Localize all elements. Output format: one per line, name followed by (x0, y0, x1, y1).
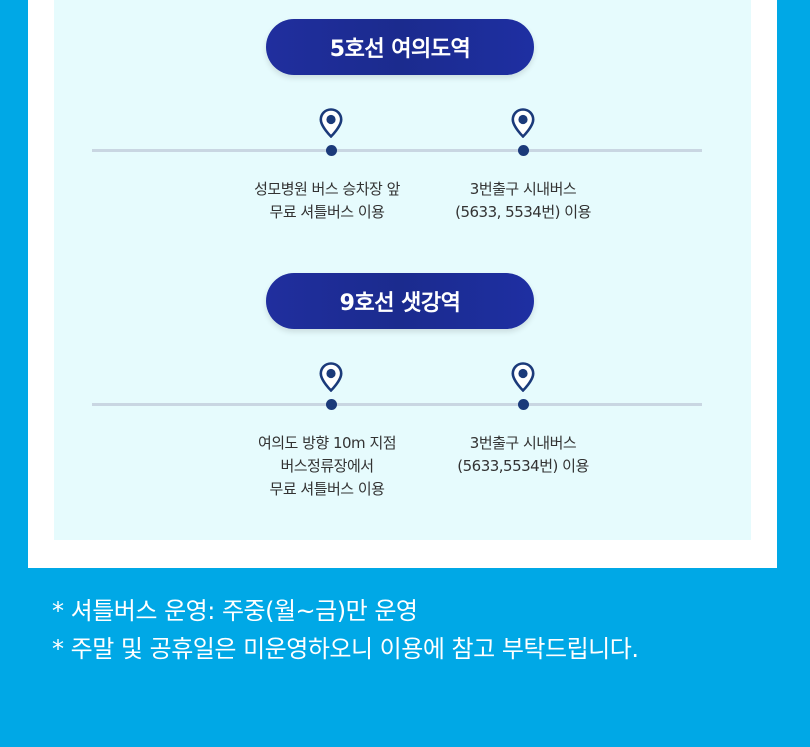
note-line: * 셔틀버스 운영: 주중(월~금)만 운영 (52, 597, 418, 625)
location-pin-icon (511, 108, 535, 138)
stop-description: 여의도 방향 10m 지점 버스정류장에서 무료 셔틀버스 이용 (217, 432, 437, 501)
stop-description: 성모병원 버스 승차장 앞 무료 셔틀버스 이용 (217, 178, 437, 224)
stop-line: (5633,5534번) 이용 (457, 457, 589, 475)
route-line (92, 149, 702, 152)
stop-marker (518, 145, 529, 156)
stop-description: 3번출구 시내버스 (5633, 5534번) 이용 (413, 178, 633, 224)
operation-notes: * 셔틀버스 운영: 주중(월~금)만 운영 * 주말 및 공휴일은 미운영하오… (52, 592, 639, 668)
stop-line: 무료 셔틀버스 이용 (269, 203, 385, 221)
station-title: 5호선 여의도역 (329, 37, 471, 62)
note-line: * 주말 및 공휴일은 미운영하오니 이용에 참고 부탁드립니다. (52, 635, 639, 663)
location-pin-icon (319, 362, 343, 392)
section-line5: 5호선 여의도역 성모병원 버스 승차장 앞 무료 셔틀버스 이용 3번출구 시… (54, 0, 751, 240)
station-title-pill: 5호선 여의도역 (266, 19, 534, 75)
stop-marker (326, 399, 337, 410)
stop-line: 버스정류장에서 (280, 457, 374, 475)
stop-marker (518, 399, 529, 410)
stop-line: (5633, 5534번) 이용 (455, 203, 591, 221)
stop-line: 3번출구 시내버스 (469, 180, 577, 198)
station-title-pill: 9호선 샛강역 (266, 273, 534, 329)
station-title: 9호선 샛강역 (339, 291, 461, 316)
location-pin-icon (511, 362, 535, 392)
stop-description: 3번출구 시내버스 (5633,5534번) 이용 (413, 432, 633, 478)
stop-marker (326, 145, 337, 156)
route-line (92, 403, 702, 406)
stop-line: 여의도 방향 10m 지점 (257, 434, 397, 452)
stop-line: 성모병원 버스 승차장 앞 (254, 180, 400, 198)
stop-line: 무료 셔틀버스 이용 (269, 480, 385, 498)
stop-line: 3번출구 시내버스 (469, 434, 577, 452)
location-pin-icon (319, 108, 343, 138)
directions-panel: 5호선 여의도역 성모병원 버스 승차장 앞 무료 셔틀버스 이용 3번출구 시… (54, 0, 751, 540)
section-line9: 9호선 샛강역 여의도 방향 10m 지점 버스정류장에서 무료 셔틀버스 이용… (54, 254, 751, 534)
info-card: 5호선 여의도역 성모병원 버스 승차장 앞 무료 셔틀버스 이용 3번출구 시… (28, 0, 777, 568)
